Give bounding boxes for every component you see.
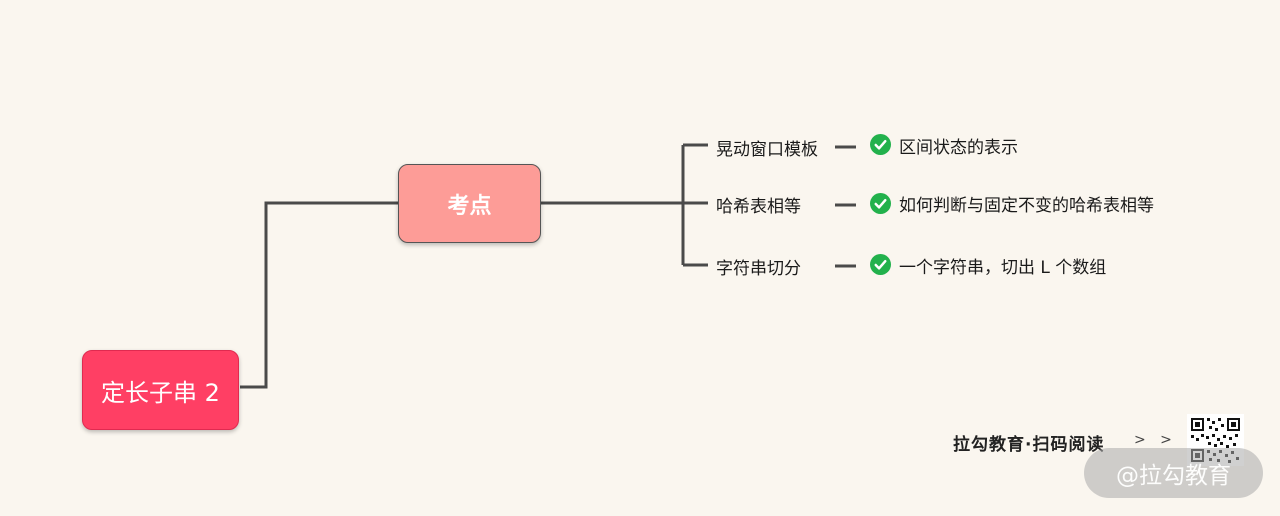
check-circle-icon [870,193,891,214]
root-branch-connector [240,201,398,389]
watermark-label: @拉勾教育 [1116,463,1231,489]
watermark-badge: @拉勾教育 [1084,448,1263,498]
footer-arrows: > > > [1134,432,1204,448]
check-circle-icon [870,254,891,275]
topic-label-3: 字符串切分 [716,259,801,279]
topic-label-2: 哈希表相等 [716,197,801,217]
topic-label-1: 晃动窗口模板 [716,140,818,160]
topic-detail-1: 区间状态的表示 [899,138,1018,158]
topic-detail-3: 一个字符串，切出 L 个数组 [899,258,1107,278]
footer-text: 拉勾教育·扫码阅读 [953,435,1105,455]
branch-label: 考点 [447,193,492,219]
branch-node: 考点 [398,164,541,243]
root-node: 定长子串 2 [82,350,239,430]
topic-detail-2: 如何判断与固定不变的哈希表相等 [899,196,1154,216]
root-label: 定长子串 2 [101,378,220,407]
check-circle-icon [870,134,891,155]
